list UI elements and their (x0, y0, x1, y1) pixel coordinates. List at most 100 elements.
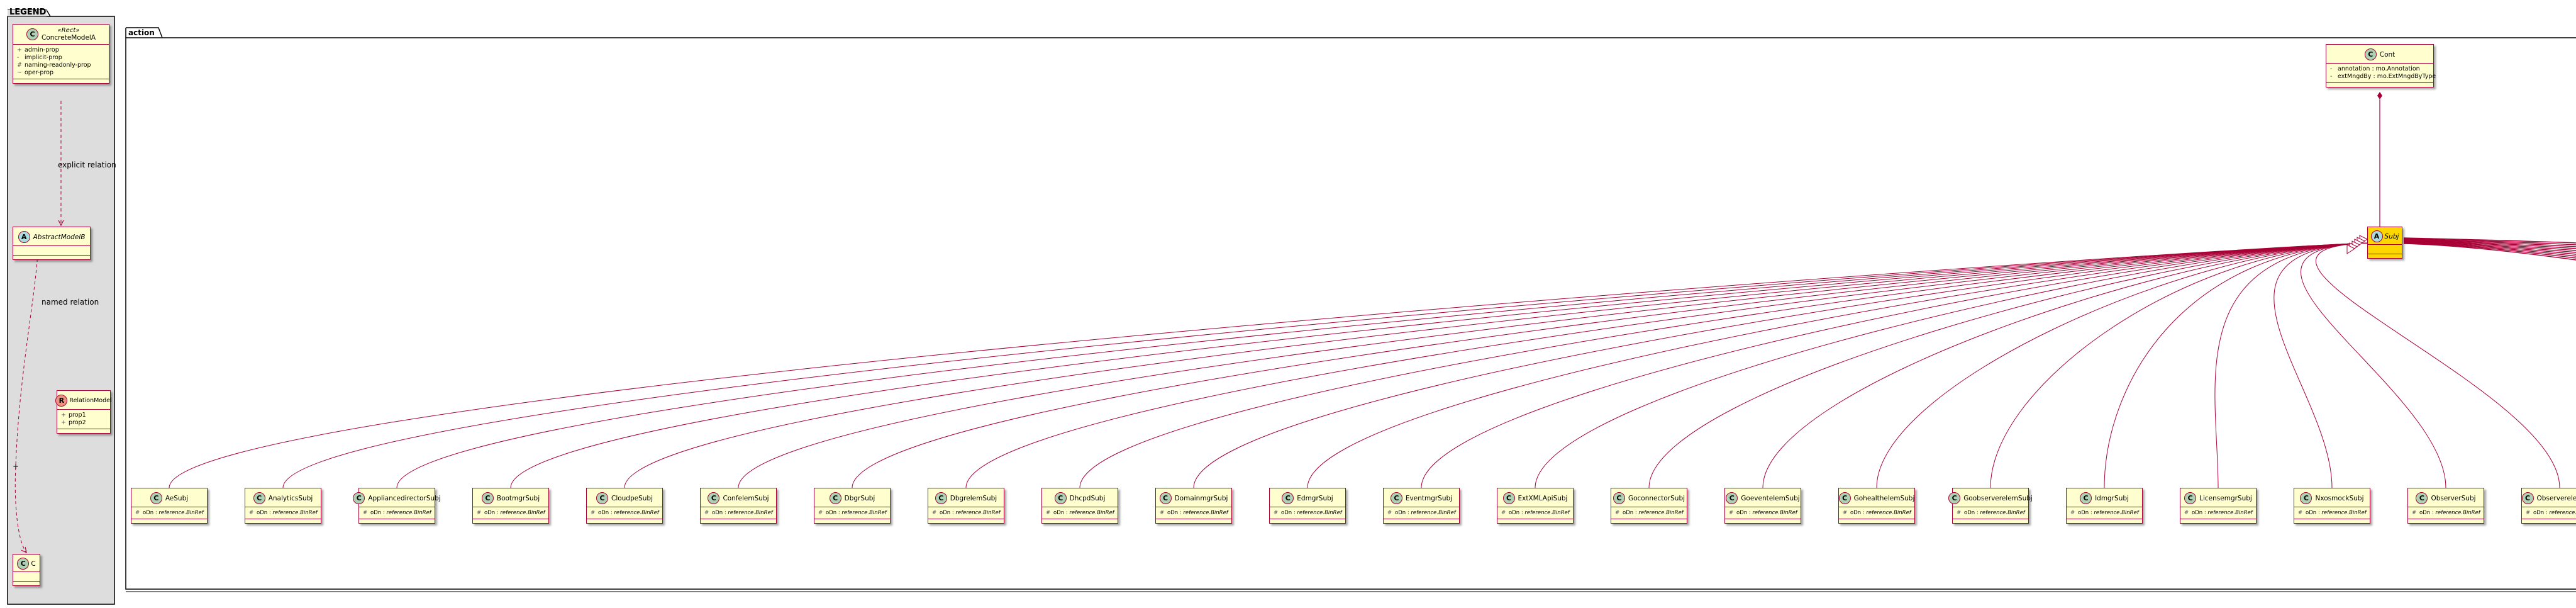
concrete-model-a-class: C «Rect» ConcreteModelA +admin-prop -imp… (13, 24, 109, 84)
generalization-line (1193, 242, 2369, 488)
circle-C-icon: C (2521, 492, 2534, 504)
generalization-line (1421, 242, 2369, 488)
child-attr: #oDn : reference.BinRef (2526, 510, 2576, 516)
child-class-name: AppliancedirectorSubj (368, 494, 441, 502)
circle-C-icon: C (353, 492, 365, 504)
generalization-line (1876, 242, 2369, 488)
subj-class: A Subj (2367, 227, 2402, 259)
generalization-line (1648, 242, 2369, 488)
circle-C-icon: C (1613, 492, 1625, 504)
named-relation-line (14, 252, 38, 553)
circle-C-icon: C (2416, 492, 2428, 504)
generalization-line (2403, 241, 2576, 255)
child-class-name: LicensemgrSubj (2199, 494, 2252, 502)
child-attr: #oDn : reference.BinRef (135, 510, 204, 516)
generalization-line (1762, 242, 2369, 488)
circle-C-icon: C (1726, 492, 1738, 504)
child-attr: #oDn : reference.BinRef (2412, 510, 2480, 516)
child-class-name: DbgrelemSubj (950, 494, 997, 502)
circle-C-icon: C (1282, 492, 1294, 504)
child-class-name: GohealthelemSubj (1853, 494, 1915, 502)
child-attr: #oDn : reference.BinRef (249, 510, 318, 516)
concrete-attr: ~oper-prop (17, 69, 53, 76)
circle-C-icon: C (26, 28, 38, 40)
child-attr: #oDn : reference.BinRef (2184, 510, 2253, 516)
cont-attr: -extMngdBy : mo.ExtMngdByType (2330, 73, 2436, 80)
child-attr: #oDn : reference.BinRef (363, 510, 431, 516)
concrete-attr: -implicit-prop (17, 54, 62, 61)
child-attr: #oDn : reference.BinRef (2070, 510, 2139, 516)
circle-C-icon: C (150, 492, 162, 504)
action-title: action (128, 28, 155, 37)
child-attr: #oDn : reference.BinRef (818, 510, 887, 516)
circle-C-icon: C (596, 492, 608, 504)
cont-name: Cont (2379, 50, 2396, 59)
circle-C-icon: C (253, 492, 265, 504)
generalization-line (282, 242, 2369, 488)
circle-C-icon: C (1838, 492, 1851, 504)
child-class-name: ConfelemSubj (723, 494, 769, 502)
abstract-model-name: AbstractModelB (33, 233, 86, 241)
concrete-model-stereotype: «Rect» (57, 27, 80, 34)
circle-C-icon: C (2300, 492, 2312, 504)
legend-title: LEGEND (9, 8, 47, 17)
explicit-relation-label: explicit relation (58, 160, 116, 169)
generalization-line (852, 242, 2369, 488)
generalization-arrowhead (2346, 244, 2355, 254)
named-relation-label: named relation (42, 298, 99, 307)
circle-C-icon: C (2184, 492, 2197, 504)
child-attr: #oDn : reference.BinRef (1160, 510, 1228, 516)
child-attr: #oDn : reference.BinRef (1843, 510, 1911, 516)
subj-child-class: CObserverelemSubj#oDn : reference.BinRef (2521, 488, 2576, 524)
generalization-line (1079, 242, 2369, 488)
child-class-name: BootmgrSubj (496, 494, 540, 502)
child-attr: #oDn : reference.BinRef (704, 510, 773, 516)
circle-A-icon: A (2370, 230, 2383, 242)
child-class-name: DbgrSubj (844, 494, 875, 502)
c-class: C C (13, 554, 40, 586)
generalization-line (2300, 242, 2446, 488)
child-class-name: ExtXMLApiSubj (1518, 494, 1568, 502)
child-attr: #oDn : reference.BinRef (2298, 510, 2367, 516)
generalization-line (396, 242, 2369, 488)
circle-C-icon: C (2080, 492, 2092, 504)
generalization-line (738, 242, 2369, 488)
circle-C-icon: C (1948, 492, 1961, 504)
legend-package-frame (7, 16, 115, 605)
generalization-line (2403, 240, 2576, 251)
generalization-line (624, 242, 2369, 488)
child-class-name: AnalyticsSubj (268, 494, 313, 502)
generalization-line (2403, 237, 2576, 244)
child-class-name: ObserverSubj (2431, 494, 2476, 502)
child-attr: #oDn : reference.BinRef (932, 510, 1001, 516)
generalization-line (510, 242, 2369, 488)
child-attr: #oDn : reference.BinRef (1387, 510, 1456, 516)
abstract-model-b-class: A AbstractModelB (13, 227, 91, 260)
child-class-name: AeSubj (165, 494, 189, 502)
generalization-line (1535, 242, 2369, 488)
child-attr: #oDn : reference.BinRef (1274, 510, 1342, 516)
child-attr: #oDn : reference.BinRef (1615, 510, 1684, 516)
generalization-line (1990, 242, 2369, 488)
subj-name: Subj (2384, 232, 2399, 240)
child-class-name: NxosmockSubj (2315, 494, 2364, 502)
relation-model-class: R RelationModel +prop1 +prop2 (55, 390, 112, 434)
circle-C-icon: C (2364, 48, 2377, 60)
circle-C-icon: C (708, 492, 720, 504)
circle-C-icon: C (481, 492, 494, 504)
generalization-line (2403, 240, 2576, 253)
generalization-line (1307, 242, 2369, 488)
generalization-line (2214, 242, 2369, 488)
generalization-line (2403, 243, 2576, 261)
